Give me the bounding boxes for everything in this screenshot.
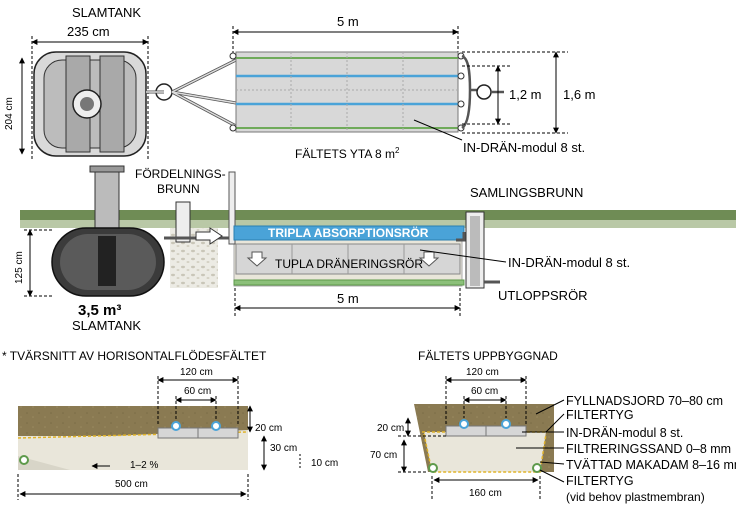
plan-field-width: 1,6 m xyxy=(563,87,596,102)
legend-module: IN-DRÄN-modul 8 st. xyxy=(566,426,683,440)
grass-strip xyxy=(20,210,736,220)
section-tank-height: 125 cm xyxy=(14,251,25,284)
legend-membrane-note: (vid behov plastmembran) xyxy=(566,490,705,504)
legend-filter-sand: FILTRERINGSSAND 0–8 mm xyxy=(566,442,731,456)
section-view: 125 cm 3,5 m³ SLAMTANK FÖRDELNINGS- BRUN… xyxy=(14,165,736,333)
absorption-pipe-label: TRIPLA ABSORPTIONSRÖR xyxy=(268,225,429,240)
plan-tank-shape xyxy=(33,51,173,157)
build-dim-20: 20 cm xyxy=(377,423,404,434)
collection-well-label: SAMLINGSBRUNN xyxy=(470,185,583,200)
distribution-well-label-2: BRUNN xyxy=(157,182,200,196)
cross-dim-500: 500 cm xyxy=(115,479,148,490)
plan-field-area: FÄLTETS YTA 8 m2 xyxy=(295,146,400,161)
section-tank-title: SLAMTANK xyxy=(72,318,141,333)
plan-field-length: 5 m xyxy=(337,14,359,29)
drainage-pipe xyxy=(233,279,465,286)
plan-module-label: IN-DRÄN-modul 8 st. xyxy=(463,140,585,155)
cross-dim-10: 10 cm xyxy=(311,458,338,469)
cross-section: * TVÄRSNITT AV HORISONTALFLÖDESFÄLTET 12… xyxy=(2,349,338,500)
legend-washed-gravel: TVÄTTAD MAKADAM 8–16 mm xyxy=(566,458,736,472)
drainage-pipe-label: TUPLA DRÄNERINGSRÖR xyxy=(275,257,423,271)
plan-tank-height: 204 cm xyxy=(4,97,15,130)
cross-dim-60: 60 cm xyxy=(184,386,211,397)
cross-slope: 1–2 % xyxy=(130,460,158,471)
plan-tank-title: SLAMTANK xyxy=(72,5,141,20)
legend-filter-cloth-top: FILTERTYG xyxy=(566,408,634,422)
cross-dim-120: 120 cm xyxy=(180,367,213,378)
cross-dim-20: 20 cm xyxy=(255,423,282,434)
plan-tank-width: 235 cm xyxy=(67,24,110,39)
plan-view: SLAMTANK 235 cm 204 cm 5 m xyxy=(4,5,596,161)
cross-dim-30: 30 cm xyxy=(270,443,297,454)
legend-fill-soil: FYLLNADSJORD 70–80 cm xyxy=(566,394,723,408)
plan-field xyxy=(229,51,465,133)
field-build: FÄLTETS UPPBYGGNAD 120 cm 60 cm 20 cm 70… xyxy=(370,349,736,504)
cross-section-title: * TVÄRSNITT AV HORISONTALFLÖDESFÄLTET xyxy=(2,349,267,363)
build-dim-120: 120 cm xyxy=(466,367,499,378)
legend-filter-cloth-bottom: FILTERTYG xyxy=(566,474,634,488)
section-length: 5 m xyxy=(337,291,359,306)
build-dim-60: 60 cm xyxy=(471,386,498,397)
section-module-label: IN-DRÄN-modul 8 st. xyxy=(508,255,630,270)
section-tank-volume: 3,5 m³ xyxy=(78,302,121,319)
build-dim-160: 160 cm xyxy=(469,488,502,499)
build-dim-70: 70 cm xyxy=(370,450,397,461)
outlet-pipe-label: UTLOPPSRÖR xyxy=(498,288,588,303)
section-tank-shape xyxy=(51,165,165,297)
distribution-well-label-1: FÖRDELNINGS- xyxy=(135,167,226,181)
distribution-well xyxy=(175,201,191,243)
field-build-title: FÄLTETS UPPBYGGNAD xyxy=(418,349,558,363)
plan-pipe-spacing: 1,2 m xyxy=(509,87,542,102)
